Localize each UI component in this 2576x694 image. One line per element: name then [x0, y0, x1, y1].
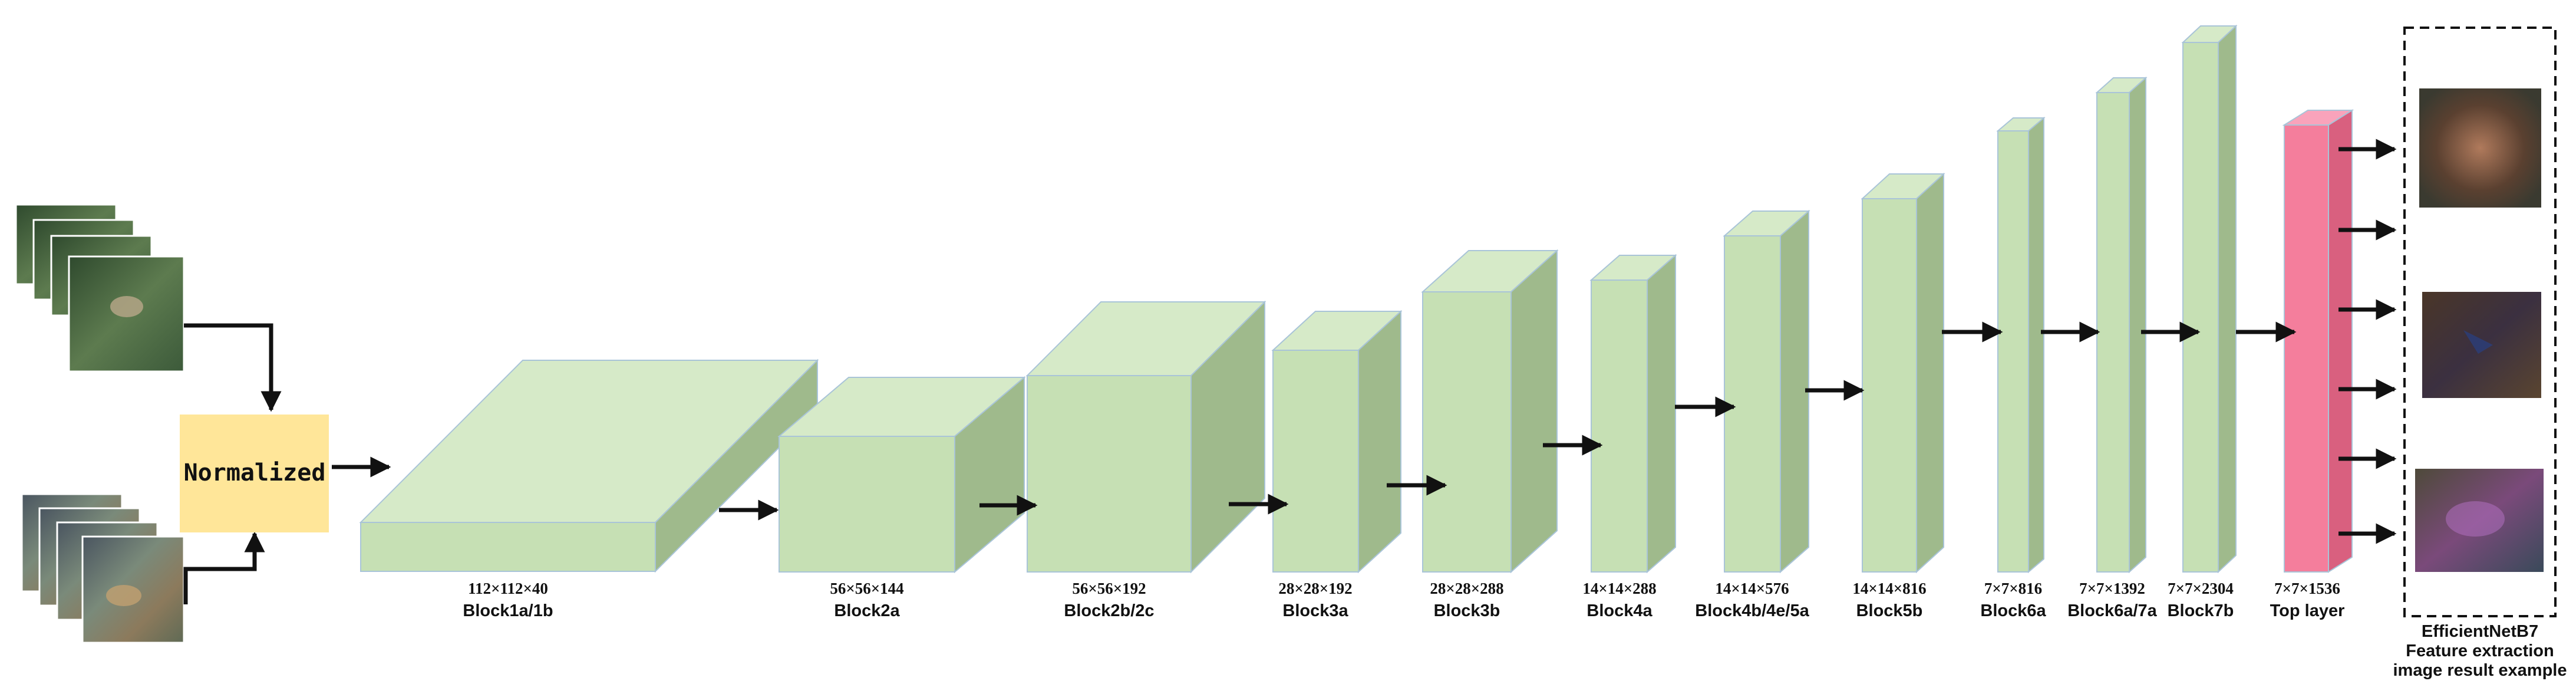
block-dims-label: 7×7×1392 — [2079, 580, 2145, 597]
block-name-label: Block2a — [834, 601, 900, 620]
block-6 — [1589, 254, 1677, 574]
block-10 — [2095, 76, 2148, 574]
block-side-face — [1647, 254, 1676, 574]
block-front-face — [1422, 291, 1512, 573]
block-side-face — [2328, 109, 2353, 573]
block-4 — [1271, 310, 1403, 574]
result-caption-line-3: image result example — [2393, 661, 2567, 680]
block-name-label: Block3a — [1282, 601, 1348, 620]
block-3 — [1025, 300, 1266, 574]
block-7 — [1723, 209, 1810, 574]
input-image-stack-top — [15, 203, 185, 373]
block-2 — [777, 376, 1026, 574]
block-dims-label: 7×7×816 — [1984, 580, 2042, 597]
block-name-label: Block4a — [1587, 601, 1653, 620]
result-panel — [2403, 27, 2557, 617]
block-front-face — [1997, 130, 2029, 573]
block-name-label: Top layer — [2270, 601, 2345, 620]
block-layer — [359, 24, 2354, 574]
block-dims-label: 28×28×288 — [1430, 580, 1503, 597]
block-name-label: Block6a/7a — [2067, 601, 2157, 620]
block-8 — [1861, 172, 1945, 574]
block-dims-label: 56×56×192 — [1072, 580, 1146, 597]
block-dims-label: 112×112×40 — [468, 580, 548, 597]
block-name-label: Block5b — [1856, 601, 1923, 620]
block-front-face — [1591, 279, 1648, 573]
block-front-face — [360, 522, 656, 572]
arrow-layer — [332, 321, 2297, 521]
block-side-face — [1358, 310, 1401, 574]
block-front-face — [1272, 350, 1359, 573]
block-5 — [1421, 249, 1559, 574]
result-image-1 — [2419, 88, 2541, 208]
block-name-label: Block7b — [2168, 601, 2234, 620]
block-dims-label: 28×28×192 — [1278, 580, 1352, 597]
block-front-face — [1027, 375, 1192, 573]
block-front-face — [1724, 235, 1781, 573]
block-name-label: Block6a — [1980, 601, 2046, 620]
input-connectors — [183, 323, 282, 604]
block-side-face — [1780, 209, 1809, 574]
block-name-label: Block1a/1b — [463, 601, 553, 620]
block-9 — [1996, 116, 2046, 574]
block-side-face — [2218, 24, 2237, 574]
block-front-face — [2284, 124, 2329, 573]
block-front-face — [1862, 198, 1917, 573]
result-caption-line-1: EfficientNetB7 — [2422, 622, 2538, 641]
block-front-face — [2182, 42, 2219, 573]
block-dims-label: 56×56×144 — [830, 580, 903, 597]
input-image-stack-bottom — [21, 493, 185, 644]
block-side-face — [2129, 76, 2146, 574]
block-side-face — [1510, 249, 1558, 574]
block-12 — [2282, 109, 2354, 573]
block-dims-label: 14×14×576 — [1715, 580, 1789, 597]
block-11 — [2181, 24, 2238, 574]
block-1 — [359, 358, 819, 573]
block-name-label: Block4b/4e/5a — [1695, 601, 1809, 620]
result-caption-line-2: Feature extraction — [2406, 642, 2554, 660]
block-dims-label: 14×14×816 — [1852, 580, 1926, 597]
block-front-face — [2096, 92, 2130, 573]
normalize-box: Normalized — [180, 415, 329, 532]
block-name-label: Block3b — [1434, 601, 1500, 620]
block-dims-label: 14×14×288 — [1582, 580, 1656, 597]
block-front-face — [779, 436, 955, 573]
block-name-label: Block2b/2c — [1064, 601, 1154, 620]
block-side-face — [1916, 172, 1944, 574]
block-dims-label: 7×7×2304 — [2168, 580, 2234, 597]
block-dims-label: 7×7×1536 — [2274, 580, 2340, 597]
output-arrows — [2338, 139, 2397, 544]
block-side-face — [2028, 116, 2044, 574]
normalize-label: Normalized — [184, 459, 326, 486]
